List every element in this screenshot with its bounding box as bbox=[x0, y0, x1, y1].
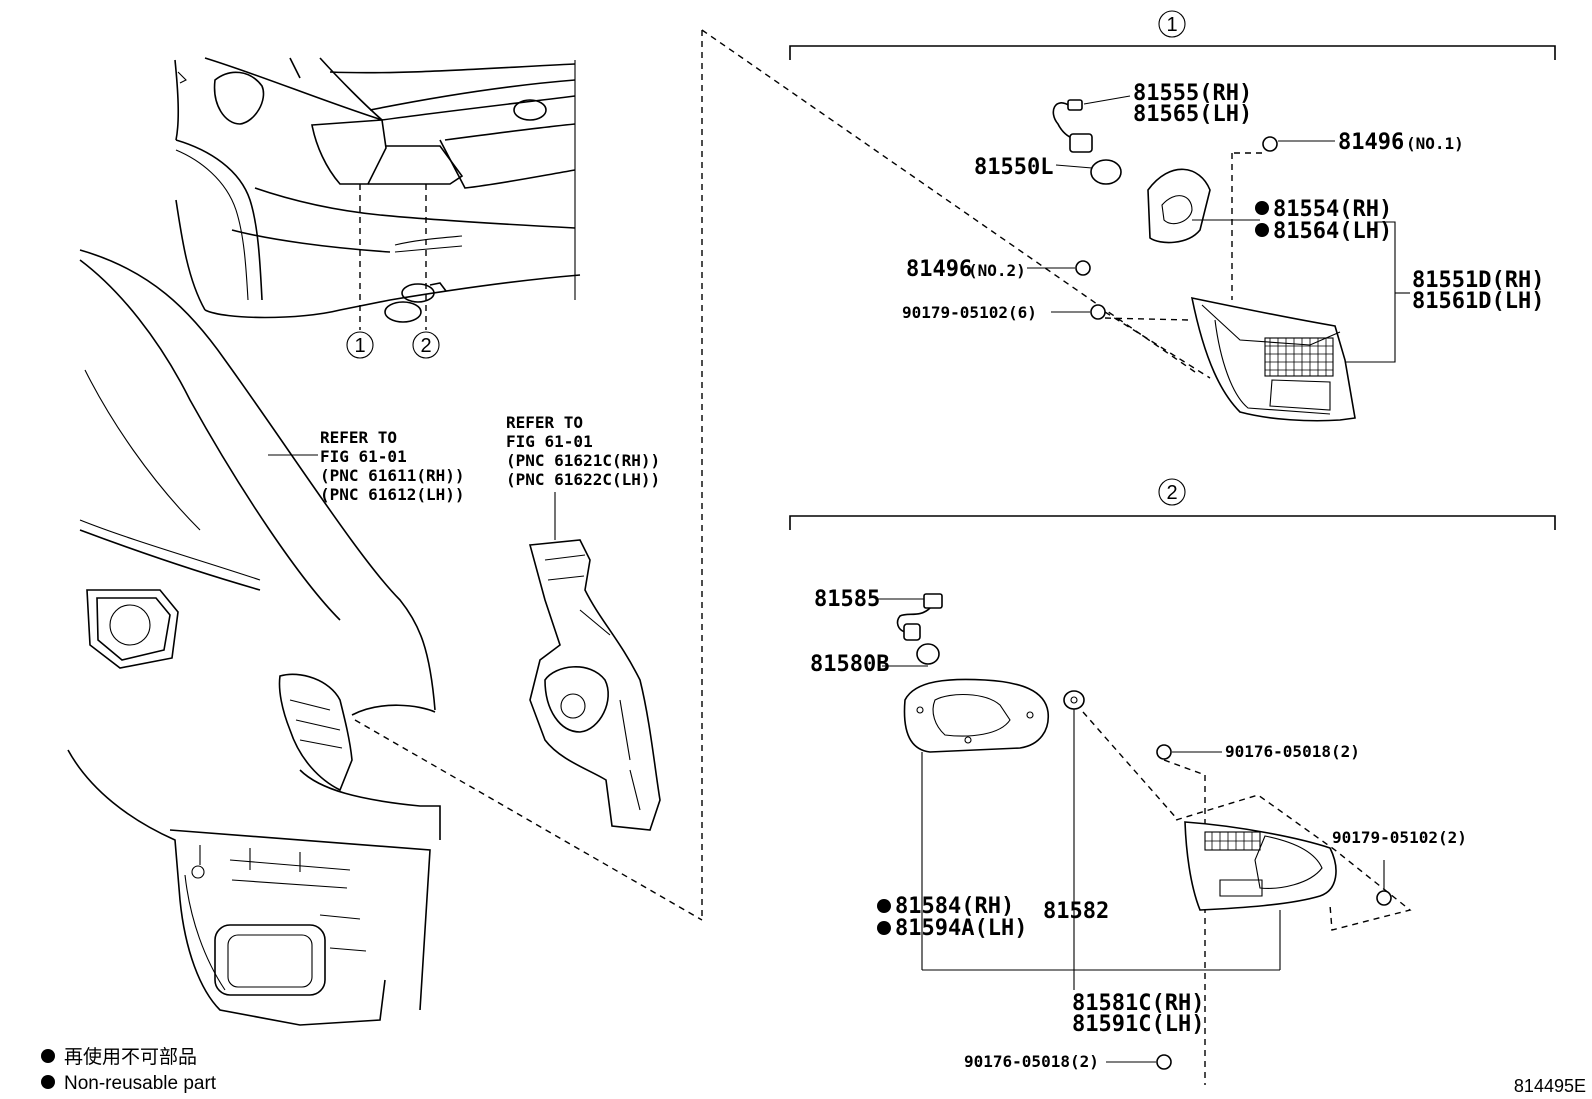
refer-right-line2: FIG 61-01 bbox=[506, 432, 593, 451]
label-81581c: 81581C(RH) bbox=[1072, 991, 1204, 1016]
callout-1-car: 1 bbox=[354, 335, 365, 357]
nonreusable-dot bbox=[877, 921, 891, 935]
nonreusable-dot bbox=[1255, 223, 1269, 237]
refer-left-line2: FIG 61-01 bbox=[320, 447, 407, 466]
label-81580b: 81580B bbox=[810, 652, 889, 677]
figure-code: 814495E bbox=[1514, 1076, 1586, 1096]
nonreusable-dot bbox=[877, 899, 891, 913]
group2-parts bbox=[877, 593, 1412, 1085]
label-81584: 81584(RH) bbox=[895, 894, 1014, 919]
label-81551d: 81551D(RH) bbox=[1412, 268, 1544, 293]
refer-left-line1: REFER TO bbox=[320, 428, 397, 447]
label-81555: 81555(RH) bbox=[1133, 81, 1252, 106]
callout-2-car: 2 bbox=[420, 335, 431, 357]
label-81585: 81585 bbox=[814, 587, 880, 612]
inner-bracket-illustration: REFER TO FIG 61-01 (PNC 61621C(RH)) (PNC… bbox=[506, 413, 661, 831]
legend-jp: 再使用不可部品 bbox=[64, 1046, 197, 1068]
label-81565: 81565(LH) bbox=[1133, 102, 1252, 127]
legend-dot bbox=[41, 1075, 55, 1089]
callout-1: 1 bbox=[1166, 14, 1177, 36]
refer-right-line4: (PNC 61622C(LH)) bbox=[506, 470, 660, 489]
refer-left-line4: (PNC 61612(LH)) bbox=[320, 485, 465, 504]
legend-en: Non-reusable part bbox=[64, 1073, 217, 1094]
label-81561d: 81561D(LH) bbox=[1412, 289, 1544, 314]
refer-left-line3: (PNC 61611(RH)) bbox=[320, 466, 465, 485]
label-81594a: 81594A(LH) bbox=[895, 916, 1027, 941]
label-81496-no2: 81496 bbox=[906, 257, 972, 282]
label-81582: 81582 bbox=[1043, 899, 1109, 924]
label-81550l: 81550L bbox=[974, 155, 1053, 180]
car-rear-illustration: 1 2 bbox=[174, 57, 581, 359]
nonreusable-dot bbox=[1255, 201, 1269, 215]
label-81564: 81564(LH) bbox=[1273, 219, 1392, 244]
legend: 再使用不可部品 Non-reusable part bbox=[41, 1046, 217, 1094]
group2-labels: 81585 81580B 90176-05018(2) 90179-05102(… bbox=[810, 587, 1467, 1071]
group1-parts bbox=[1027, 95, 1410, 422]
label-81554: 81554(RH) bbox=[1273, 197, 1392, 222]
label-81591c: 81591C(LH) bbox=[1072, 1012, 1204, 1037]
quarter-panel-illustration: REFER TO FIG 61-01 (PNC 61611(RH)) (PNC … bbox=[67, 249, 465, 1026]
label-81496-no2-suffix: (NO.2) bbox=[968, 261, 1026, 280]
group2-bracket: 2 bbox=[789, 478, 1556, 530]
label-81496-no1-suffix: (NO.1) bbox=[1406, 134, 1464, 153]
refer-right-line3: (PNC 61621C(RH)) bbox=[506, 451, 660, 470]
group1-labels: 81555(RH) 81565(LH) 81550L 81496 (NO.1) … bbox=[902, 81, 1544, 322]
legend-dot bbox=[41, 1049, 55, 1063]
label-90179-2: 90179-05102(2) bbox=[1332, 828, 1467, 847]
label-81496-no1: 81496 bbox=[1338, 130, 1404, 155]
callout-2: 2 bbox=[1166, 482, 1177, 504]
refer-right-line1: REFER TO bbox=[506, 413, 583, 432]
label-90176-bottom: 90176-05018(2) bbox=[964, 1052, 1099, 1071]
label-90176-top: 90176-05018(2) bbox=[1225, 742, 1360, 761]
group1-bracket: 1 bbox=[789, 10, 1556, 60]
label-90179-6: 90179-05102(6) bbox=[902, 303, 1037, 322]
